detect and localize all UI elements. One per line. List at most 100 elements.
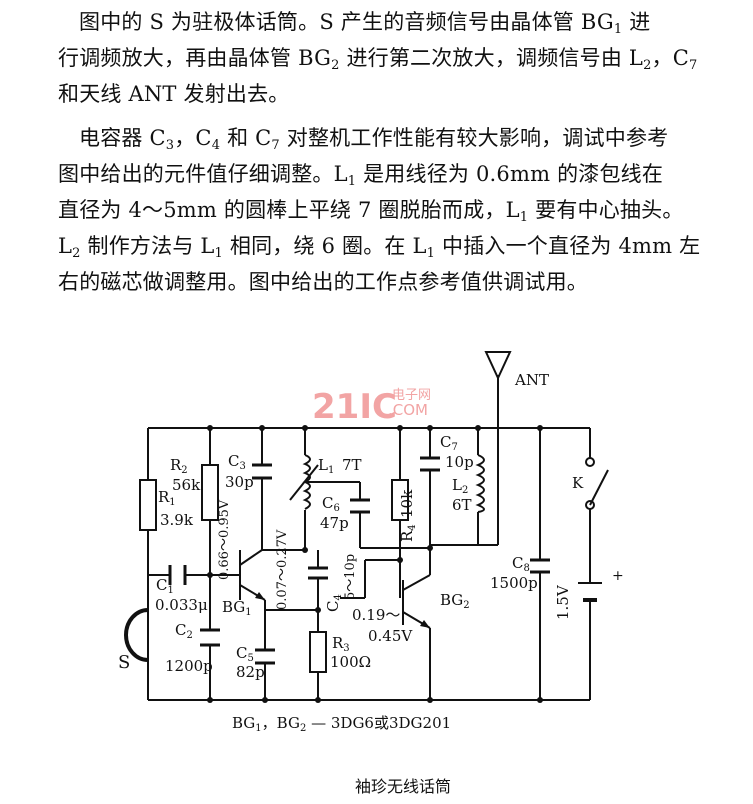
label-r1: R1	[158, 488, 176, 508]
junction-dot	[207, 697, 213, 703]
junction-dot	[475, 425, 481, 431]
junction-dot	[537, 425, 543, 431]
watermark-logo: .COM	[388, 401, 428, 419]
subscript: 1	[426, 246, 436, 261]
bg1-arrow	[255, 592, 265, 600]
label-c6-value: 47p	[320, 514, 349, 532]
label-bg2-voltage-2: 0.45V	[368, 627, 413, 645]
label-bg2: BG2	[440, 591, 470, 611]
junction-dot	[397, 557, 403, 563]
figure-caption: 袖珍无线话筒	[355, 777, 451, 796]
resistor-r3	[309, 631, 327, 673]
text-run: 和天线 ANT 发射出去。	[58, 82, 290, 106]
junction-dot	[259, 425, 265, 431]
label-c4-value: 5～10p	[343, 554, 358, 600]
description-text: 图中的 S 为驻极体话筒。S 产生的音频信号由晶体管 BG1 进行调频放大，再由…	[58, 4, 748, 300]
text-run: 图中给出的元件值仔细调整。L	[58, 162, 348, 186]
label-l1-value: 7T	[342, 456, 362, 474]
resistor-r4	[391, 479, 409, 521]
label-c8: C8	[512, 554, 530, 574]
resistors	[139, 464, 409, 673]
junction-dot	[427, 425, 433, 431]
text-run: L	[58, 234, 73, 258]
label-bg1: BG1	[222, 598, 252, 618]
junction-dot	[537, 697, 543, 703]
label-c5: C5	[236, 644, 254, 664]
label-r2-value: 56k	[172, 476, 201, 494]
transistor-note: BG1，BG2 — 3DG6或3DG201	[232, 714, 451, 734]
watermark-logo: 21IC	[312, 387, 397, 427]
paragraph-1: 图中的 S 为驻极体话筒。S 产生的音频信号由晶体管 BG1 进行调频放大，再由…	[58, 4, 748, 112]
junction-dot	[427, 545, 433, 551]
inductor-l2	[475, 454, 485, 513]
wires	[147, 375, 591, 701]
text-run: 中插入一个直径为 4mm 左	[435, 234, 701, 258]
label-bg2-voltage-1: 0.19～	[352, 606, 400, 624]
battery	[578, 582, 602, 602]
text-run: 相同，绕 6 圈。在 L	[223, 234, 427, 258]
label-c7: C7	[440, 433, 458, 453]
inductor-l1-core-arrow	[289, 464, 319, 501]
text-run: 进行第二次放大，调频信号由 L	[339, 46, 644, 70]
label-c3: C3	[228, 452, 246, 472]
subscript: 4	[211, 138, 221, 153]
label-c1-value: 0.033μ	[155, 596, 208, 614]
subscript: 2	[643, 58, 652, 73]
junction-dot	[207, 425, 213, 431]
label-r2: R2	[170, 456, 188, 476]
label-c7-value: 10p	[445, 453, 474, 471]
label-l2-value: 6T	[452, 496, 472, 514]
resistor-r2	[201, 464, 219, 521]
junction-dot	[427, 697, 433, 703]
text-run: 行调频放大，再由晶体管 BG	[58, 46, 332, 70]
label-battery-plus: +	[612, 568, 624, 584]
microphone	[124, 608, 149, 662]
label-r4-value: 10k	[398, 489, 416, 518]
antenna-icon	[484, 351, 512, 381]
subscript: 1	[519, 210, 529, 225]
text-run: 是用线径为 0.6mm 的漆包线在	[356, 162, 664, 186]
label-k: K	[572, 474, 584, 492]
label-bg1-voltage: 0.66～0.95V	[217, 499, 232, 580]
label-r3-value: 100Ω	[330, 653, 371, 671]
switch-contact	[585, 457, 595, 467]
label-s: S	[118, 652, 130, 673]
mic-body	[124, 608, 149, 662]
junction-dot	[262, 697, 268, 703]
label-c4: C4	[324, 594, 344, 612]
text-run: ，C	[174, 126, 212, 150]
junction-dot	[315, 607, 321, 613]
subscript: 2	[331, 58, 340, 73]
label-r1-value: 3.9k	[160, 511, 194, 529]
label-l1: L1	[318, 456, 334, 476]
label-c5-value: 82p	[236, 663, 265, 681]
paragraph-2: 电容器 C3，C4 和 C7 对整机工作性能有较大影响，调试中参考图中给出的元件…	[58, 120, 748, 300]
switch-blade	[589, 469, 609, 506]
bg1-collector	[239, 549, 263, 566]
inductors	[289, 454, 485, 513]
text-run: 要有中心抽头。	[528, 198, 684, 222]
label-c2: C2	[175, 621, 193, 641]
label-c2-value: 1200p	[165, 657, 213, 675]
subscript: 7	[271, 138, 280, 153]
label-c8-value: 1500p	[490, 574, 538, 592]
watermark-logo: 电子网	[392, 388, 431, 403]
resistor-r1	[139, 479, 157, 531]
text-run: 图中的 S 为驻极体话筒。S 产生的音频信号由晶体管 BG	[79, 10, 614, 34]
junction-dot	[302, 547, 308, 553]
junction-dot	[397, 425, 403, 431]
subscript: 2	[72, 246, 81, 261]
component-labels: ANT R2 56k R1 3.9k C3 30p L1 7T C7 10p L…	[118, 371, 624, 796]
label-emitter-voltage: 0.07～0.27V	[275, 529, 290, 610]
label-c6: C6	[322, 494, 340, 514]
label-l2: L2	[452, 476, 468, 496]
text-run: 右的磁芯做调整用。图中给出的工作点参考值供调试用。	[58, 270, 588, 294]
subscript: 1	[347, 174, 357, 189]
label-battery: 1.5V	[554, 584, 572, 620]
subscript: 1	[214, 246, 224, 261]
subscript: 7	[689, 58, 698, 73]
capacitors	[168, 456, 550, 665]
bg2-arrow	[420, 620, 430, 628]
text-run: 直径为 4～5mm 的圆棒上平绕 7 圈脱胎而成，L	[58, 198, 520, 222]
label-r3: R3	[332, 634, 350, 654]
